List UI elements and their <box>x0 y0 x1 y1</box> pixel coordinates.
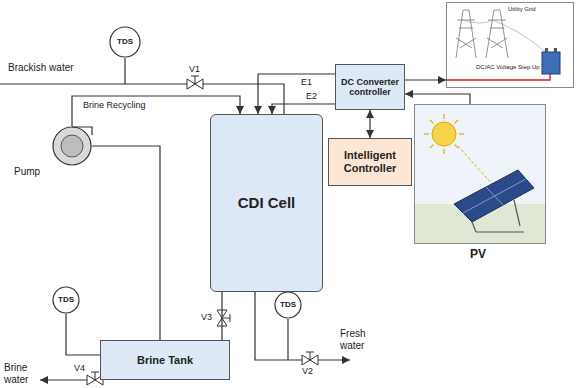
node-text: DC Converter controller <box>339 77 401 98</box>
stream-label: Fresh water <box>340 328 380 351</box>
node-text: Pump <box>14 166 40 178</box>
pipe-connector <box>92 146 160 340</box>
node-text: Utility Grid <box>508 6 536 13</box>
pipe-connector <box>272 104 335 114</box>
circle-node: TDS <box>109 26 141 58</box>
pipe-connector <box>369 110 370 138</box>
pump-outline <box>52 126 92 166</box>
node-text: TDS <box>58 295 74 304</box>
stream-label: Brine water <box>4 362 38 385</box>
node-text: TDS <box>280 300 296 309</box>
node-text: PV <box>470 248 486 262</box>
valve-symbol <box>217 310 230 326</box>
grid-node: Utility GridDC/AC Voltage Step Up <box>446 2 574 88</box>
edge-label: E1 <box>300 77 313 87</box>
brackish-pipe <box>0 84 284 114</box>
valve-symbol <box>187 76 203 89</box>
node-text: TDS <box>117 37 133 46</box>
pv-node: PV <box>414 104 546 244</box>
node-text: DC/AC Voltage Step Up <box>476 64 540 71</box>
valve-label: V1 <box>189 64 200 74</box>
pump-node: Pump <box>52 126 92 166</box>
valve-label: V2 <box>302 366 313 376</box>
valve-symbol <box>302 352 318 365</box>
pv-outline <box>414 104 546 244</box>
stream-label: Brackish water <box>8 62 74 74</box>
edge-label: E2 <box>305 91 318 101</box>
pipe-connector <box>258 74 335 114</box>
process-box: DC Converter controller <box>335 64 405 110</box>
valve-label: V4 <box>74 363 85 373</box>
tds-stub <box>124 58 125 84</box>
pipe-connector <box>405 79 446 80</box>
circle-node: TDS <box>274 291 302 319</box>
node-text: Intelligent Controller <box>332 149 408 174</box>
node-text: CDI Cell <box>238 194 296 211</box>
grid-outline <box>446 2 574 88</box>
process-box: CDI Cell <box>210 114 323 292</box>
circle-node: TDS <box>52 286 80 314</box>
process-box: Brine Tank <box>100 340 230 380</box>
edge-label: Brine Recycling <box>82 100 147 110</box>
pipe-connector <box>221 292 222 340</box>
fresh-pipe <box>255 292 350 360</box>
valve-label: V3 <box>201 312 212 322</box>
node-text: Brine Tank <box>137 354 193 367</box>
tds-stub <box>287 319 288 360</box>
process-box: Intelligent Controller <box>328 138 412 186</box>
pipe-connector <box>405 94 470 104</box>
tds-stub <box>66 314 100 355</box>
